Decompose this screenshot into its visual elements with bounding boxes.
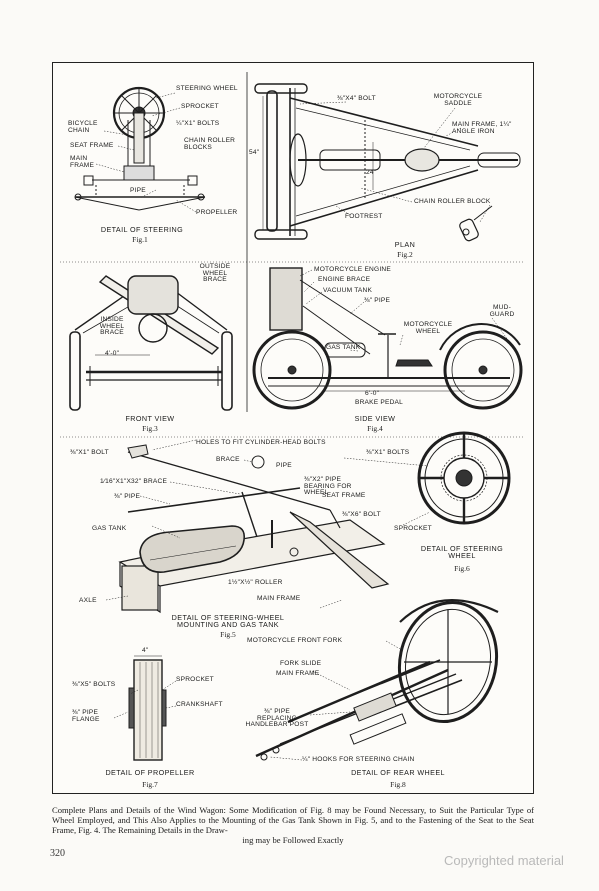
fig3-label-inside-brace: INSIDE WHEEL BRACE [99, 316, 125, 337]
fig4-title: SIDE VIEW [354, 414, 396, 423]
fig5-label-bolt-6: ⅜"X6" BOLT [342, 511, 381, 518]
fig7-label-pipe-flange: ⅜" PIPE FLANGE [72, 709, 100, 723]
fig1-label-main-frame: MAIN FRAME [70, 155, 95, 169]
fig5-label-bolt: ⅜"X1" BOLT [70, 449, 109, 456]
fig4-label-gas-tank: GAS TANK [326, 344, 361, 351]
fig4-label-brake-pedal: BRAKE PEDAL [355, 399, 404, 406]
fig2-label-footrest: FOOTREST [345, 213, 383, 220]
fig6-number: Fig.6 [454, 564, 470, 573]
fig6-title: DETAIL OF STEERING WHEEL [420, 544, 504, 561]
fig5-title: DETAIL OF STEERING-WHEEL MOUNTING AND GA… [171, 613, 285, 630]
fig3-label-outside-brace: OUTSIDE WHEEL BRACE [199, 263, 231, 284]
fig1-number: Fig.1 [132, 235, 148, 244]
fig7-dim-4: 4" [142, 647, 149, 654]
fig7-label-crankshaft: CRANKSHAFT [176, 701, 223, 708]
fig7-number: Fig.7 [142, 780, 158, 789]
fig3-title: FRONT VIEW [125, 414, 175, 423]
fig2-title: PLAN [394, 240, 416, 249]
fig6-drawing [417, 431, 511, 525]
fig4-dim-6: 6'-0" [365, 390, 380, 397]
fig5-label-holes: HOLES TO FIT CYLINDER-HEAD BOLTS [196, 439, 326, 446]
fig5-label-pipe-small: ⅜" PIPE [114, 493, 141, 500]
fig5-label-gas-tank: GAS TANK [92, 525, 127, 532]
fig1-label-seat-frame: SEAT FRAME [70, 142, 114, 149]
fig7-drawing [128, 655, 167, 761]
fig3-drawing [69, 275, 233, 411]
fig2-dim-54: 54" [249, 149, 260, 156]
fig1-label-propeller: PROPELLER [196, 209, 238, 216]
fig8-drawing [255, 599, 499, 761]
fig4-number: Fig.4 [367, 424, 383, 433]
fig4-label-mud-guard: MUD-GUARD [489, 304, 515, 318]
page-number: 320 [50, 848, 65, 859]
fig2-label-chain-roller-block: CHAIN ROLLER BLOCK [414, 198, 491, 205]
fig5-label-main-frame: MAIN FRAME [257, 595, 301, 602]
fig7-label-bolts: ⅜"X5" BOLTS [72, 681, 116, 688]
fig8-title: DETAIL OF REAR WHEEL [351, 768, 445, 777]
fig2-dim-24: 24" [366, 169, 377, 176]
fig4-label-pipe: ⅜" PIPE [364, 297, 391, 304]
fig1-label-bicycle-chain: BICYCLE CHAIN [68, 120, 98, 134]
fig7-title: DETAIL OF PROPELLER [105, 768, 195, 777]
fig5-label-brace-size: 1⁄16"X1"X32" BRACE [100, 478, 168, 485]
fig4-label-engine-brace: ENGINE BRACE [318, 276, 371, 283]
fig8-label-fork-slide: FORK SLIDE [280, 660, 322, 667]
fig8-label-pipe-handlebar: ⅜" PIPE REPLACING HANDLEBAR POST [245, 708, 309, 729]
fig2-label-main-frame-angle: MAIN FRAME, 1¼" ANGLE IRON [452, 121, 512, 135]
fig4-label-engine: MOTORCYCLE ENGINE [314, 266, 391, 273]
fig2-number: Fig.2 [397, 250, 413, 259]
fig1-title: DETAIL OF STEERING [100, 225, 184, 234]
fig4-label-motorcycle-wheel: MOTORCYCLE WHEEL [403, 321, 453, 335]
fig4-drawing [252, 267, 523, 410]
leader-lines [95, 92, 509, 761]
fig6-label-bolts: ⅜"X1" BOLTS [366, 449, 410, 456]
fig4-label-vacuum-tank: VACUUM TANK [323, 287, 373, 294]
fig5-number: Fig.5 [220, 630, 236, 639]
fig2-label-motorcycle-saddle: MOTORCYCLE SADDLE [433, 93, 483, 107]
fig7-label-sprocket: SPROCKET [176, 676, 214, 683]
fig1-label-chain-roller-blocks: CHAIN ROLLER BLOCKS [184, 137, 236, 151]
fig5-label-axle: AXLE [79, 597, 97, 604]
fig3-dim-4: 4'-0" [105, 350, 120, 357]
fig2-label-bolt: ⅜"X4" BOLT [337, 95, 376, 102]
fig1-drawing [74, 86, 206, 211]
fig6-label-sprocket: SPROCKET [394, 525, 432, 532]
copyright-watermark: Copyrighted material [444, 853, 564, 868]
caption-body: Some Modification of Fig. 8 may be Found… [52, 805, 535, 835]
fig8-label-hooks: ¼" HOOKS FOR STEERING CHAIN [302, 756, 415, 763]
fig1-label-steering-wheel: STEERING WHEEL [176, 85, 238, 92]
fig5-label-seat-frame: SEAT FRAME [322, 492, 366, 499]
fig5-drawing [118, 444, 390, 614]
fig8-number: Fig.8 [390, 780, 406, 789]
caption-last-line: ing may be Followed Exactly [242, 835, 344, 845]
fig5-label-pipe-bearing: ⅜"X2" PIPE BEARING FOR WHEEL [304, 476, 352, 497]
fig3-number: Fig.3 [142, 424, 158, 433]
fig5-label-brace: BRACE [216, 456, 240, 463]
fig1-label-bolts: ¼"X1" BOLTS [176, 120, 220, 127]
fig5-label-roller: 1½"X½" ROLLER [228, 579, 283, 586]
fig8-label-main-frame: MAIN FRAME [276, 670, 320, 677]
fig5-label-pipe: PIPE [276, 462, 292, 469]
figure-caption: Complete Plans and Details of the Wind W… [52, 805, 534, 845]
fig1-label-sprocket: SPROCKET [181, 103, 219, 110]
fig8-label-front-fork: MOTORCYCLE FRONT FORK [247, 637, 343, 644]
drawing-plate [52, 62, 534, 794]
caption-lead: Complete Plans and Details of the Wind W… [52, 805, 226, 815]
fig1-label-pipe: PIPE [130, 187, 146, 194]
fig2-drawing [254, 83, 521, 242]
